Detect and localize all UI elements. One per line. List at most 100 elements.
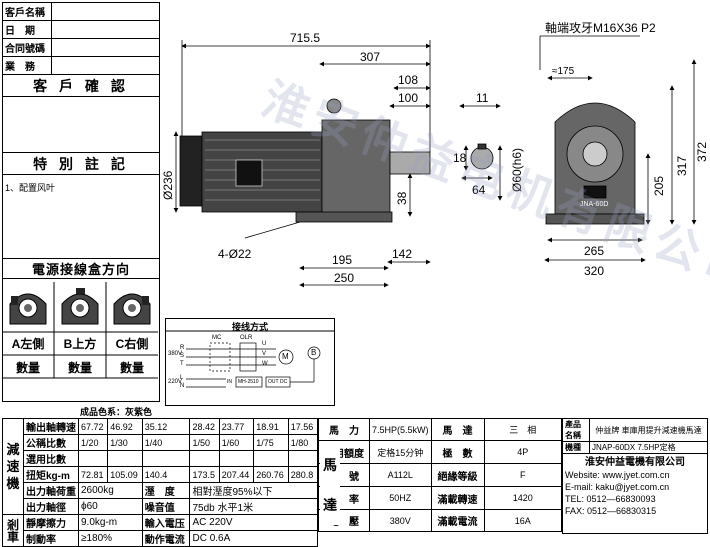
wiring-380v: 380V	[168, 351, 183, 357]
brake-torque-label: 靜摩擦力	[23, 514, 79, 531]
torque-cell: 105.09	[107, 466, 143, 483]
special-note-text: 1、配置风叶	[2, 174, 160, 259]
ratio-cell[interactable]: 1/50	[189, 434, 220, 451]
ratio-out-cell: 46.92	[107, 418, 143, 435]
contract-label: 合同號碼	[2, 38, 52, 57]
dim-320: 320	[584, 264, 604, 278]
frame-value: A112L	[369, 463, 432, 487]
box-top-icon	[61, 288, 99, 325]
ratio-cell[interactable]: 1/30	[107, 434, 143, 451]
model-label: 機種	[562, 441, 590, 454]
terminal-box	[235, 159, 263, 187]
customer-name-field[interactable]	[51, 2, 160, 21]
ratio-cell[interactable]: 1/60	[218, 434, 255, 451]
box-right-icon	[113, 293, 151, 325]
torque-cell: 280.8	[287, 466, 319, 483]
wiring-olr: OLR	[240, 335, 253, 341]
torque-cell: 173.5	[189, 466, 220, 483]
company-website[interactable]: Website: www.jyet.com.cn	[565, 470, 670, 480]
date-label: 日 期	[2, 20, 52, 39]
option-a-label[interactable]: A左側	[11, 337, 45, 351]
sales-field[interactable]	[51, 56, 160, 75]
sales-label: 業 務	[2, 56, 52, 75]
selected-ratio-cell[interactable]	[141, 450, 191, 467]
torque-label: 扭矩kg-m	[23, 466, 79, 483]
option-b-label[interactable]: B上方	[63, 337, 97, 351]
product-name: 仲益牌 車庫用提升減速機馬達	[589, 418, 708, 442]
customer-name-label: 客戶名稱	[2, 2, 52, 21]
motor-spec-table: 馬 力 7.5HP(5.5kW) 馬 達 三 相 使用額度 定格15分钟 極 數…	[318, 418, 563, 532]
humidity-label: 溼 度	[141, 482, 191, 499]
company-fax: FAX: 0512—66830315	[565, 506, 657, 516]
poles-value: 4P	[483, 440, 563, 464]
dim-372: 372	[695, 142, 708, 162]
brake-voltage-value: AC 220V	[189, 514, 318, 531]
wiring-schematic	[166, 330, 334, 388]
wiring-220v: 220V	[168, 379, 183, 385]
option-b-qty[interactable]: 數量	[67, 361, 92, 375]
company-email[interactable]: E-mail: kaku@jyet.com.cn	[565, 482, 670, 492]
ratio-cell[interactable]: 1/80	[287, 434, 319, 451]
wiring-dc: DC	[280, 379, 288, 385]
insulation-value: F	[483, 463, 563, 487]
dim-holes: 4-Ø22	[218, 247, 252, 261]
selected-ratio-cell[interactable]	[253, 450, 289, 467]
phase-label: 馬 達	[430, 418, 485, 441]
dim-175: ≈175	[552, 66, 575, 77]
ratio-cell[interactable]: 1/20	[77, 434, 109, 451]
load-value: 2600kg	[78, 482, 143, 499]
ratio-label: 公稱比數	[23, 434, 79, 451]
selected-ratio-cell[interactable]	[189, 450, 220, 467]
dim-11: 11	[476, 91, 489, 105]
date-field[interactable]	[51, 20, 160, 39]
reducer-side-label: 減速機	[2, 418, 24, 515]
brake-rate-value: ≥180%	[78, 530, 143, 547]
rating-value: 定格15分钟	[369, 440, 432, 464]
selected-ratio-label: 選用比數	[23, 450, 79, 467]
technical-drawing: 715.5 307 108 100 Ø236 38 4-Ø22 195 142 …	[161, 21, 708, 288]
contract-field[interactable]	[51, 38, 160, 57]
box-left-icon	[9, 293, 47, 325]
option-c-label[interactable]: C右側	[115, 337, 149, 351]
customer-confirm-area[interactable]	[2, 96, 160, 153]
ratio-cell[interactable]: 1/75	[253, 434, 289, 451]
dim-317: 317	[675, 156, 689, 176]
reducer-spec-table: 減速機 輸出軸轉速 67.72 46.92 35.12 28.42 23.77 …	[2, 418, 319, 547]
wiring-mc: MC	[212, 335, 222, 341]
gearbox-body	[321, 119, 391, 217]
ratio-cell[interactable]: 1/40	[141, 434, 191, 451]
insulation-label: 絕緣等級	[430, 463, 485, 487]
brake-side-label: 剎車	[2, 514, 24, 547]
dim-250: 250	[334, 271, 354, 285]
selected-ratio-cell[interactable]	[77, 450, 109, 467]
shaft-end-view	[470, 146, 494, 170]
ratio-out-cell: 28.42	[189, 418, 220, 435]
ratio-out-cell: 17.56	[287, 418, 319, 435]
company-name: 淮安仲益電機有限公司	[585, 457, 685, 468]
nameplate-text: JNA-60D	[580, 201, 608, 208]
selected-ratio-cell[interactable]	[287, 450, 319, 467]
ratio-out-cell: 35.12	[141, 418, 191, 435]
output-shaft	[389, 151, 431, 175]
power-value: 7.5HP(5.5kW)	[369, 418, 432, 441]
selected-ratio-cell[interactable]	[218, 450, 255, 467]
ratio-out-cell: 23.77	[218, 418, 255, 435]
brake-symbol: B	[311, 348, 317, 357]
ratio-out-label: 輸出軸轉速	[23, 418, 79, 435]
poles-label: 極 數	[430, 440, 485, 464]
option-a-qty[interactable]: 數量	[15, 361, 40, 375]
motor-current-label: 滿載電流	[430, 509, 485, 532]
brake-current-value: DC 0.6A	[189, 530, 318, 547]
dim-142: 142	[392, 247, 412, 261]
load-label: 出力軸荷重	[23, 482, 79, 499]
ratio-out-cell: 67.72	[77, 418, 109, 435]
phase-value: 三 相	[483, 418, 563, 441]
dim-108: 108	[398, 73, 418, 87]
option-c-qty[interactable]: 數量	[119, 361, 144, 375]
terminal-u: U	[262, 341, 267, 347]
terminal-w: W	[262, 361, 268, 367]
dim-236: Ø236	[161, 170, 175, 200]
selected-ratio-cell[interactable]	[107, 450, 143, 467]
dim-265: 265	[584, 244, 604, 258]
speed-label: 滿載轉速	[430, 486, 485, 510]
